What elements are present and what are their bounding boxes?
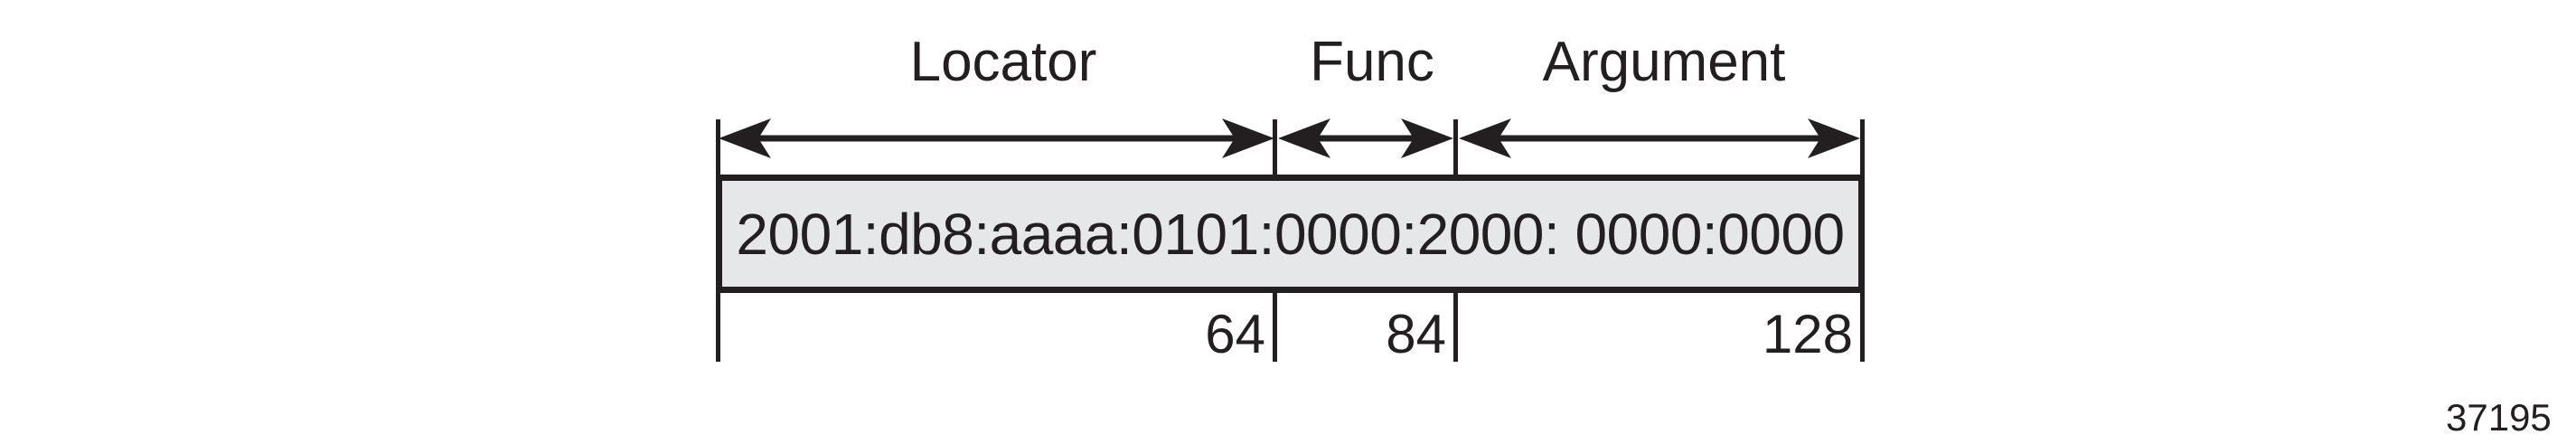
span-arrow-locator [719,118,1274,159]
span-arrow-function [1278,118,1453,159]
figure-id-label: 37195 [2446,396,2552,439]
ipv6-address-bar: 2001:db8:aaaa:0101:0000:2000: 0000:0000 [716,175,1865,293]
bit-offset-function-end: 84 [1386,304,1446,364]
ipv6-address-text: 2001:db8:aaaa:0101:0000:2000: 0000:0000 [736,201,1845,267]
span-arrow-argument [1459,118,1860,159]
bit-offset-argument-end: 128 [1762,304,1853,364]
segment-label-locator: Locator [909,31,1097,93]
segment-label-function: Func [1310,31,1434,93]
segment-label-argument: Argument [1542,31,1786,93]
bit-offset-locator-end: 64 [1205,304,1265,364]
